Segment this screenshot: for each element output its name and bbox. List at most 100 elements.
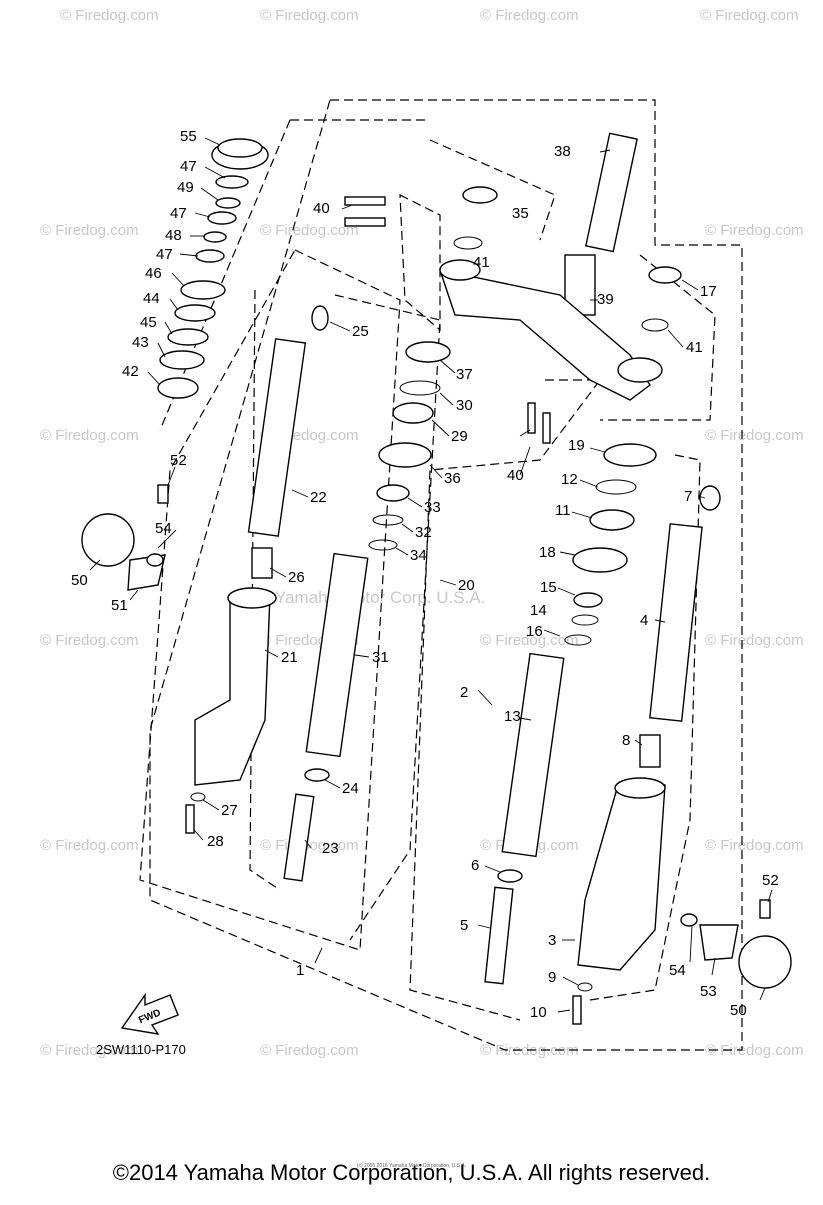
part-40-bolt xyxy=(542,412,551,444)
callout-32: 32 xyxy=(415,524,432,541)
part-52-bolt xyxy=(157,484,169,504)
part-17-cap xyxy=(648,266,682,284)
part-6-ring xyxy=(497,869,523,883)
callout-5: 5 xyxy=(460,917,468,934)
callout-40: 40 xyxy=(507,467,524,484)
part-3-outer-tube xyxy=(577,784,666,971)
callout-12: 12 xyxy=(561,471,578,488)
callout-30: 30 xyxy=(456,397,473,414)
callout-55: 55 xyxy=(180,128,197,145)
callout-41: 41 xyxy=(686,339,703,356)
callout-18: 18 xyxy=(539,544,556,561)
callout-16: 16 xyxy=(526,623,543,640)
callout-46: 46 xyxy=(145,265,162,282)
part-10-bolt xyxy=(572,995,582,1025)
watermark-center: Yamaha Motor Corp. U.S.A. xyxy=(275,588,485,607)
watermark: © Firedog.com xyxy=(705,427,804,444)
callout-22: 22 xyxy=(310,489,327,506)
watermark: © Firedog.com xyxy=(40,222,139,239)
callout-49: 49 xyxy=(177,179,194,196)
callout-43: 43 xyxy=(132,334,149,351)
part-37-seal xyxy=(405,341,451,363)
part-9-washer xyxy=(577,982,593,992)
callout-54: 54 xyxy=(669,962,686,979)
steering-head-stack xyxy=(157,138,269,399)
watermark: © Firedog.com xyxy=(60,7,159,24)
part-11-seal xyxy=(589,509,635,531)
part-29-seal xyxy=(392,402,434,424)
watermark: © Firedog.com xyxy=(480,7,579,24)
callout-37: 37 xyxy=(456,366,473,383)
watermark: © Firedog.com xyxy=(700,7,799,24)
part-40-bolt xyxy=(527,402,536,434)
part-8-collar xyxy=(639,734,661,768)
watermark: © Firedog.com xyxy=(40,632,139,649)
part-47-nut xyxy=(207,211,237,225)
callout-47: 47 xyxy=(156,246,173,263)
under-bracket xyxy=(438,269,651,401)
callout-47: 47 xyxy=(180,158,197,175)
part-44-race xyxy=(174,304,216,322)
part-40-bolt xyxy=(344,217,386,227)
callout-50: 50 xyxy=(730,1002,747,1019)
part-28-bolt xyxy=(185,804,195,834)
part-18-bushing xyxy=(572,547,628,573)
callout-6: 6 xyxy=(471,857,479,874)
callout-2: 2 xyxy=(460,684,468,701)
callout-54: 54 xyxy=(155,520,172,537)
watermark: © Firedog.com xyxy=(40,837,139,854)
part-47-nut xyxy=(195,249,225,263)
part-40-bolt xyxy=(344,196,386,206)
callout-21: 21 xyxy=(281,649,298,666)
callout-48: 48 xyxy=(165,227,182,244)
part-32-oring xyxy=(372,514,404,526)
callout-45: 45 xyxy=(140,314,157,331)
part-34-clip xyxy=(368,539,398,551)
callout-11: 11 xyxy=(555,502,571,519)
callout-39: 39 xyxy=(597,291,614,308)
part-26-collar xyxy=(251,547,273,579)
watermark: © Firedog.com xyxy=(705,222,804,239)
watermark: © Firedog.com xyxy=(705,1042,804,1059)
part-47-nut xyxy=(215,175,249,189)
callout-52: 52 xyxy=(170,452,187,469)
callout-34: 34 xyxy=(410,547,427,564)
diagram-ref-code: 2SW1110-P170 xyxy=(96,1042,186,1057)
part-43-race xyxy=(159,350,205,370)
callout-numbers: 55 47 49 47 48 47 46 44 45 43 42 40 25 2… xyxy=(71,128,779,1021)
callout-33: 33 xyxy=(424,499,441,516)
watermark: © Firedog.com xyxy=(260,7,359,24)
part-31-spring xyxy=(305,552,369,758)
callout-47: 47 xyxy=(170,205,187,222)
fwd-arrow: FWD xyxy=(120,992,179,1035)
callout-42: 42 xyxy=(122,363,139,380)
callout-10: 10 xyxy=(530,1004,547,1021)
callout-25: 25 xyxy=(352,323,369,340)
left-fork-assembly xyxy=(81,305,451,882)
callout-1: 1 xyxy=(296,962,304,979)
callout-24: 24 xyxy=(342,780,359,797)
watermark: © Firedog.com xyxy=(40,427,139,444)
callout-41: 41 xyxy=(473,254,490,271)
part-12-clip xyxy=(595,479,637,495)
part-4-inner-tube xyxy=(649,523,703,722)
callout-28: 28 xyxy=(207,833,224,850)
callout-40: 40 xyxy=(313,200,330,217)
part-54-nut xyxy=(146,553,164,567)
right-fork-assembly xyxy=(484,443,792,1025)
part-41-clip xyxy=(641,318,669,332)
small-print: (c) 2005 2016 Yamaha Motor Corporation, … xyxy=(356,1163,467,1169)
callout-8: 8 xyxy=(622,732,630,749)
copyright-footer: ©2014 Yamaha Motor Corporation, U.S.A. A… xyxy=(112,1160,711,1185)
part-19-seal xyxy=(603,443,657,467)
callout-53: 53 xyxy=(700,983,717,1000)
callout-3: 3 xyxy=(548,932,556,949)
callout-26: 26 xyxy=(288,569,305,586)
part-7-spring xyxy=(699,485,721,511)
part-13-spring xyxy=(501,652,565,858)
callout-20: 20 xyxy=(458,577,475,594)
part-49-washer xyxy=(215,197,241,209)
part-42-seal xyxy=(157,377,199,399)
